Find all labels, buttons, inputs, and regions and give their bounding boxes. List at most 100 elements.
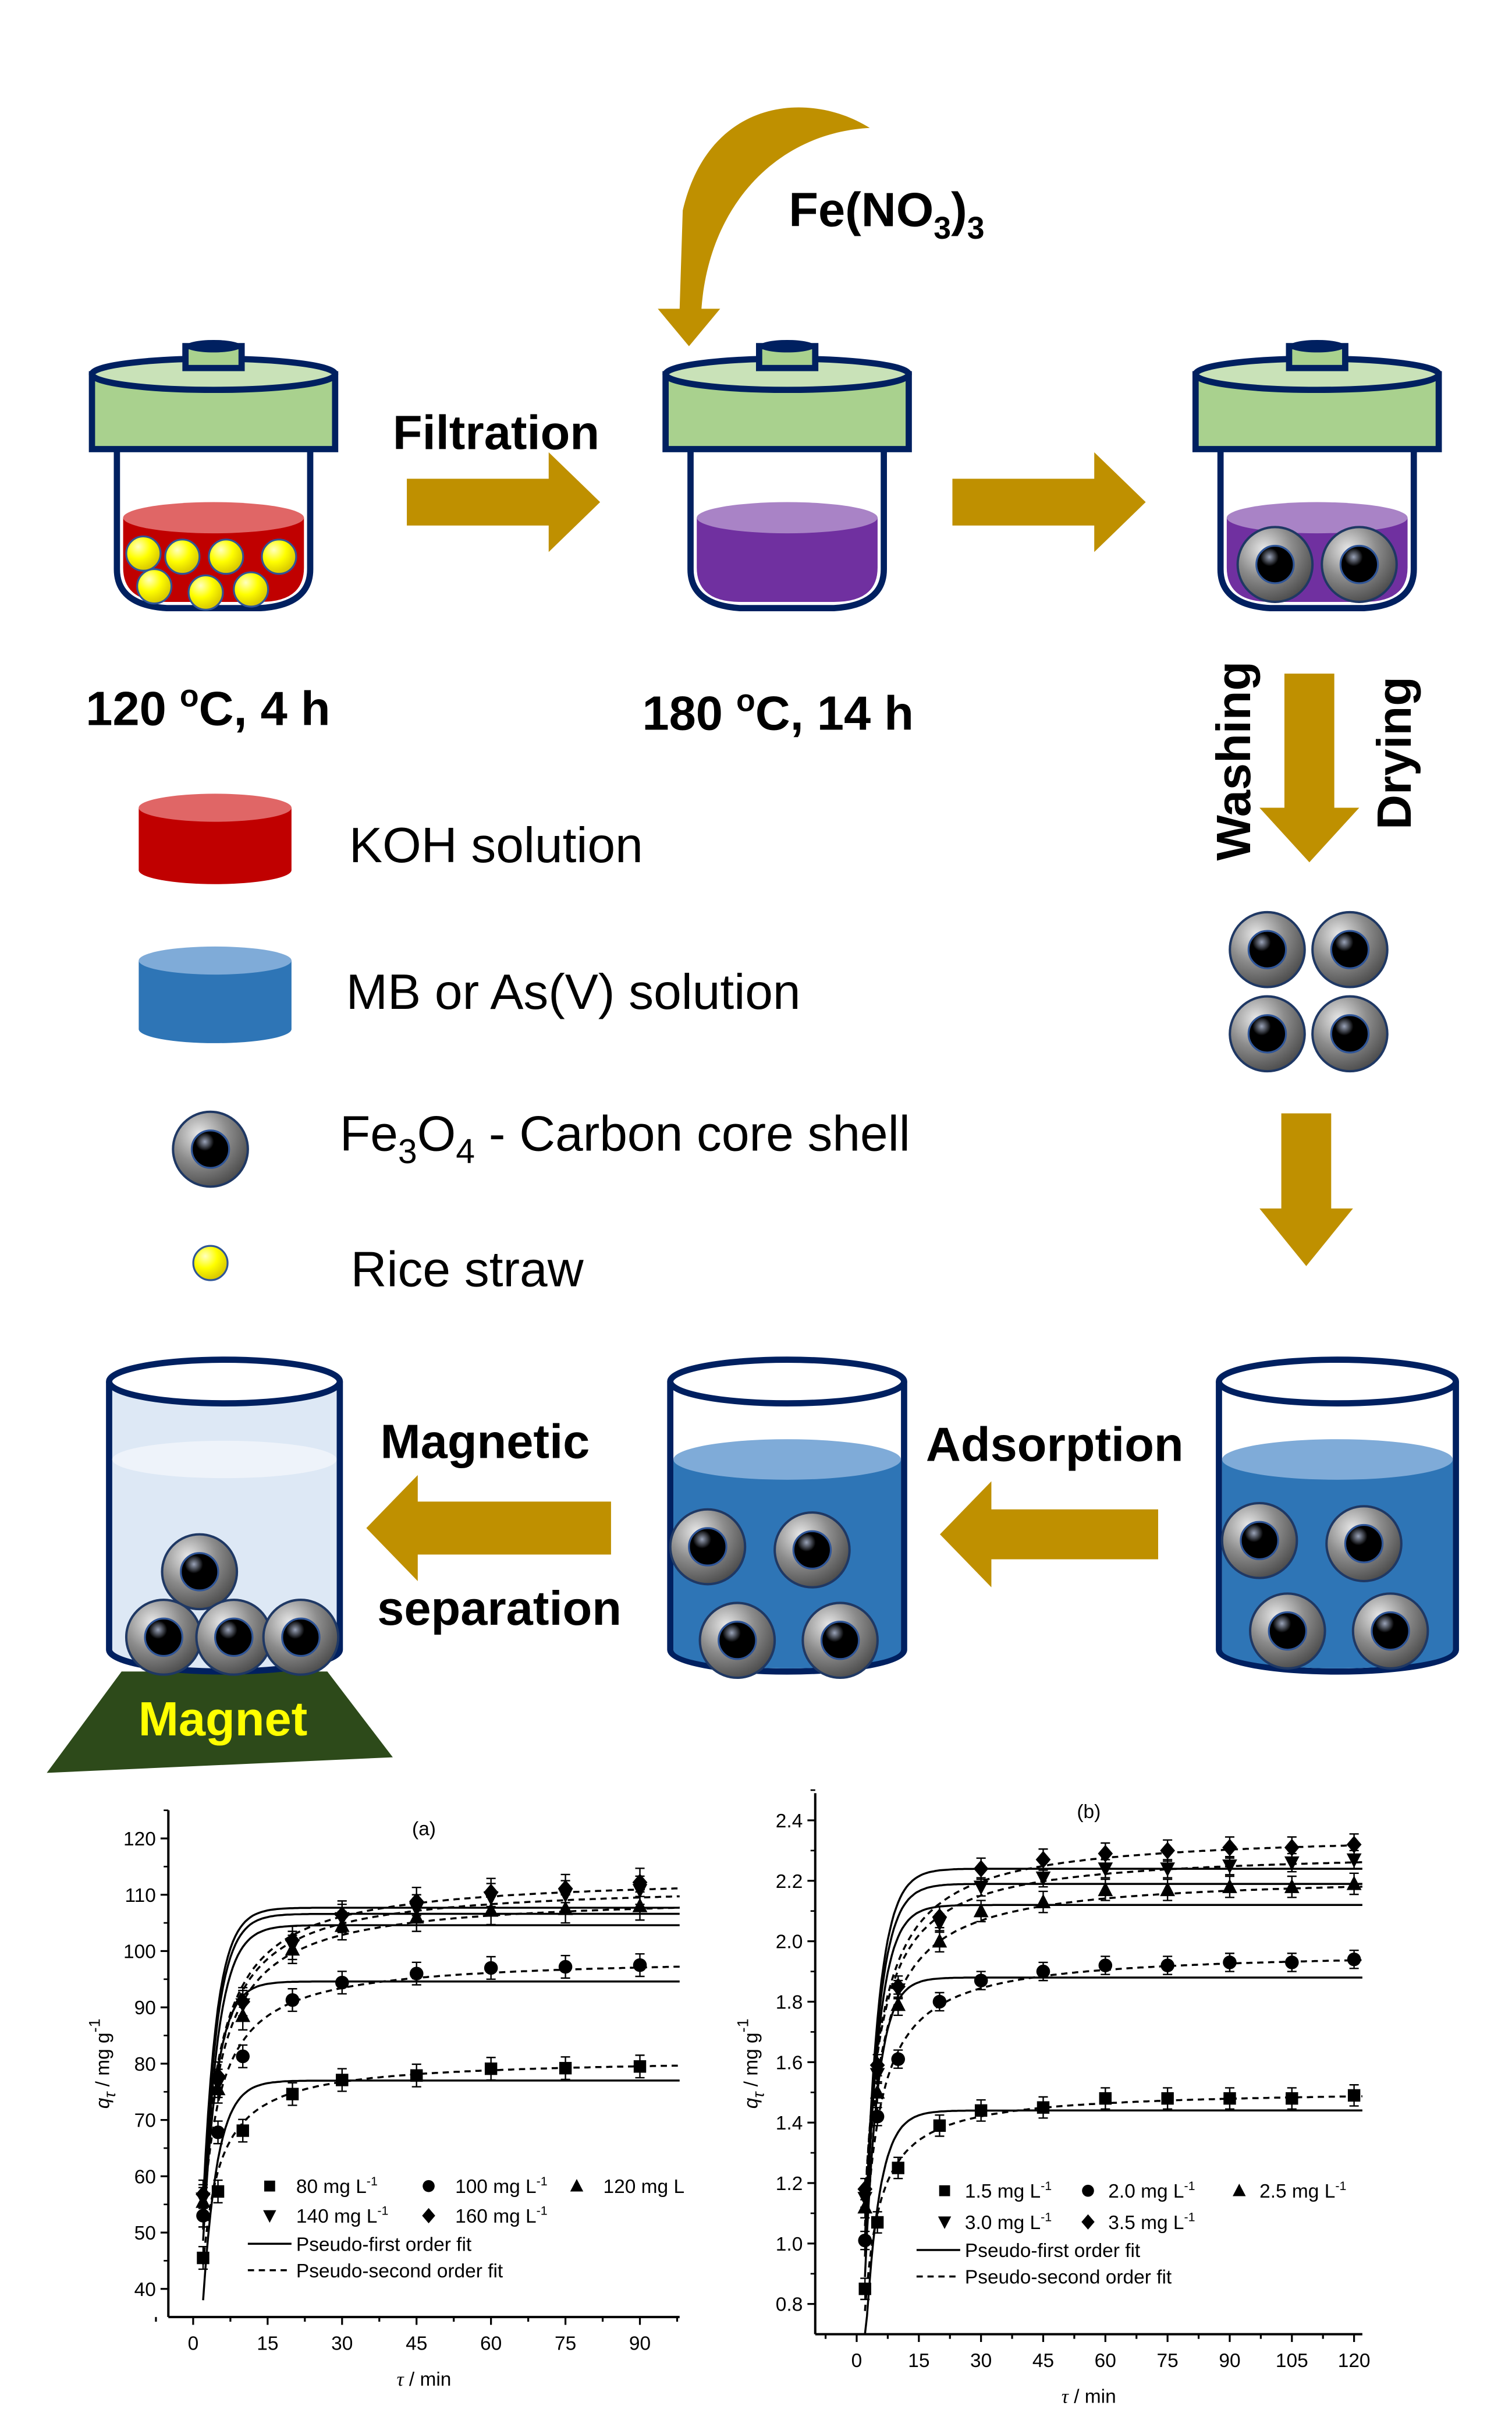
x-tick-label: 0 (851, 2350, 863, 2372)
legend-label-sup: -1 (1041, 2179, 1052, 2193)
data-point (633, 1958, 647, 1972)
data-point (890, 1996, 906, 2011)
y-tick-label: 50 (134, 2223, 156, 2244)
data-point (335, 1975, 349, 1990)
pseudo-second-order-curve (864, 1886, 1362, 2226)
core-shell-particle (1238, 527, 1313, 602)
legend-marker (1082, 2184, 1094, 2197)
legend-marker (1081, 2214, 1095, 2230)
reactor-koh (92, 340, 335, 612)
legend-label-sup: -1 (377, 2204, 388, 2218)
legend-label: 140 mg L-1 (296, 2204, 389, 2227)
reactor-lid (1195, 340, 1439, 449)
legend-label-sup: -1 (537, 2204, 548, 2218)
legend-label: 100 mg L-1 (455, 2174, 548, 2198)
legend-label: 2.5 mg L-1 (1259, 2179, 1346, 2202)
x-axis-label: τ / min (397, 2369, 452, 2390)
data-point (1222, 1859, 1237, 1874)
data-point (632, 1873, 648, 1891)
x-tick-label: 30 (970, 2350, 992, 2372)
y-label-symbol: q (741, 2097, 762, 2109)
data-point (1222, 1879, 1237, 1893)
magnetic-label: Magnetic (381, 1414, 590, 1468)
legend-label: 160 mg L-1 (455, 2204, 548, 2227)
legend-label: 3.5 mg L-1 (1108, 2210, 1195, 2233)
y-label-symbol: q (92, 2097, 113, 2109)
data-point (1347, 2089, 1361, 2102)
legend-label: 3.0 mg L-1 (965, 2210, 1052, 2233)
data-point (336, 2074, 349, 2086)
legend-label: 1.5 mg L-1 (965, 2179, 1052, 2202)
y-label-unit: / mg g (92, 2032, 113, 2092)
data-point (932, 1908, 947, 1926)
x-label-symbol: τ (397, 2369, 404, 2390)
data-point (974, 1973, 988, 1987)
data-point (1037, 2101, 1050, 2114)
data-point (1098, 1862, 1113, 1877)
y-axis-label: qτ / mg g-1 (734, 2019, 768, 2109)
pseudo-second-order-curve (202, 2064, 680, 2265)
y-tick-label: 1.8 (776, 1992, 803, 2014)
data-point (558, 1960, 573, 1974)
y-axis-label: qτ / mg g-1 (86, 2019, 119, 2109)
washing-drying-arrow (1259, 674, 1360, 863)
legend-label-text: 140 mg L (296, 2206, 378, 2227)
data-point (236, 2049, 250, 2064)
x-tick-label: 105 (1276, 2350, 1308, 2372)
y-tick-label: 1.2 (776, 2173, 803, 2195)
legend-label-sup: -1 (1041, 2210, 1052, 2224)
data-point (1284, 1879, 1300, 1893)
legend-marker (423, 2180, 435, 2192)
beaker-adsorbed (667, 1356, 907, 1678)
data-point (633, 2060, 647, 2073)
legend-mb-icon (139, 946, 292, 1043)
data-point (1035, 1894, 1051, 1908)
data-point (1286, 2092, 1298, 2105)
beaker-adsorption (1216, 1356, 1459, 1675)
y-tick-label: 60 (134, 2166, 156, 2188)
data-point (285, 1932, 300, 1950)
beaker-separated (106, 1356, 343, 1675)
x-tick-label: 75 (555, 2333, 576, 2354)
x-tick-label: 30 (331, 2333, 353, 2354)
condition-1: 120 oC, 4 h (86, 679, 330, 735)
legend-label-text: 3.0 mg L (965, 2212, 1041, 2234)
data-point (973, 1860, 989, 1878)
y-tick-label: 90 (134, 1997, 156, 2019)
y-tick-label: 1.4 (776, 2113, 803, 2134)
y-tick-label: 100 (123, 1941, 156, 1963)
data-point (285, 1993, 300, 2007)
reactor-lid (666, 340, 909, 449)
chart-title: (a) (412, 1819, 436, 1840)
legend-label-text: 100 mg L (455, 2176, 537, 2198)
y-tick-label: 1.0 (776, 2234, 803, 2255)
data-point (1346, 1876, 1362, 1890)
data-point (484, 1961, 498, 1975)
legend-koh-label: KOH solution (349, 817, 643, 873)
data-point (871, 2216, 884, 2229)
legend-rice-icon (192, 1245, 229, 1281)
legend-marker (938, 2216, 952, 2229)
legend-label-text: 2.5 mg L (1259, 2181, 1335, 2202)
data-point (558, 1880, 573, 1898)
y-label-unit-sup: -1 (86, 2019, 103, 2033)
x-tick-label: 15 (257, 2333, 278, 2354)
data-point (409, 1967, 424, 1980)
chart-title: (b) (1077, 1801, 1101, 1823)
reactor-product (1195, 340, 1439, 612)
pseudo-first-order-curve (864, 2109, 1362, 2334)
reactor-purple (666, 340, 909, 612)
data-point (891, 2052, 906, 2066)
legend-marker (1233, 2183, 1246, 2196)
legend-marker (939, 2185, 950, 2196)
pseudo-first-order-curve (202, 1980, 680, 2241)
x-tick-label: 60 (480, 2333, 502, 2354)
data-point (1161, 2092, 1174, 2105)
adsorption-label: Adsorption (926, 1418, 1184, 1472)
data-point (1098, 1882, 1113, 1897)
pseudo-second-order-curve (864, 2095, 1363, 2311)
data-point (410, 2069, 423, 2082)
legend-label-text: 1.5 mg L (965, 2181, 1041, 2202)
legend-label: 80 mg L-1 (296, 2174, 378, 2198)
legend-fit-label: Pseudo-first order fit (296, 2234, 472, 2255)
